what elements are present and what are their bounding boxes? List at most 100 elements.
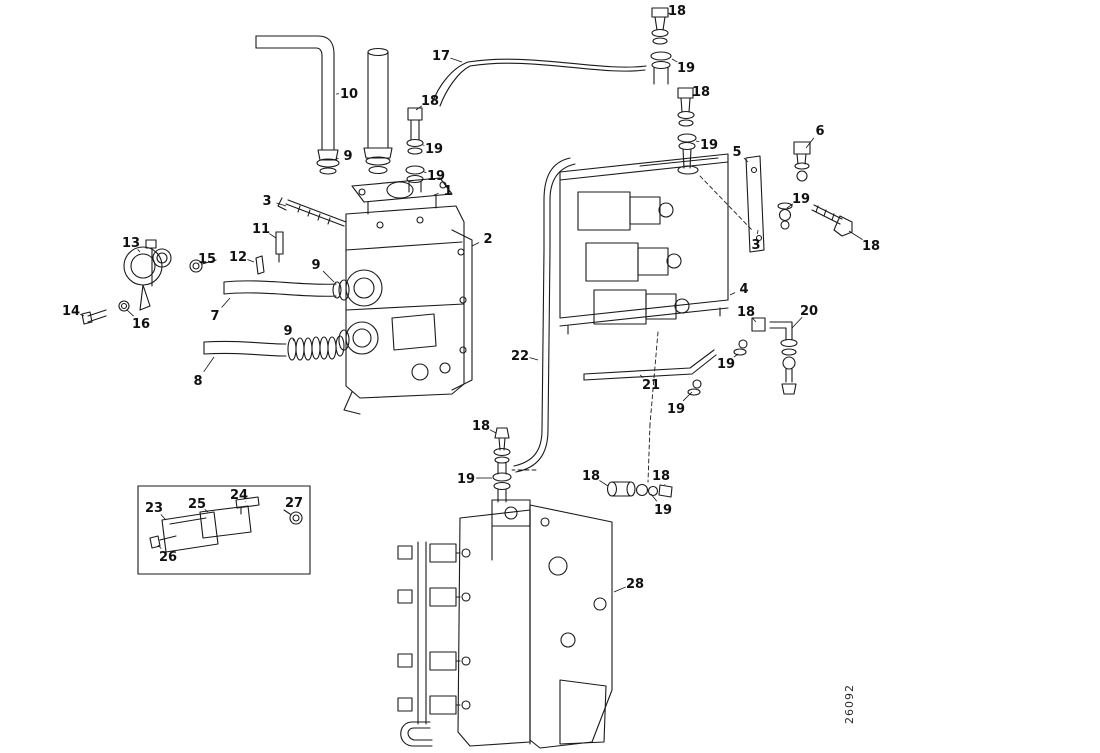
callout-19: 19 [717, 357, 735, 372]
callout-20: 20 [800, 304, 818, 319]
callout-3: 3 [262, 194, 271, 209]
callout-8: 8 [193, 374, 202, 389]
pin-11 [275, 231, 284, 263]
fitting-6 [793, 141, 811, 182]
callout-27: 27 [285, 496, 303, 511]
callout-19: 19 [792, 192, 810, 207]
stud-bolt-3 [277, 197, 347, 227]
bolt-18-right [811, 204, 853, 237]
callout-leader [786, 203, 794, 209]
callout-19: 19 [667, 402, 685, 417]
callout-18: 18 [737, 305, 755, 320]
callout-leader [613, 586, 626, 593]
hose-7 [223, 280, 342, 299]
callout-leader [729, 292, 736, 296]
callout-19: 19 [677, 61, 695, 76]
callout-19: 19 [457, 472, 475, 487]
callout-28: 28 [626, 577, 644, 592]
callout-19: 19 [425, 142, 443, 157]
solenoid-manifold [543, 153, 729, 335]
callout-leader [848, 230, 863, 240]
callout-leader [682, 391, 693, 402]
horizontal-bolt-set [606, 481, 673, 498]
bottom-banjo [492, 427, 512, 503]
callout-leader [752, 318, 757, 323]
pipe-17 [431, 58, 647, 107]
elbow-pipe [255, 35, 340, 175]
callout-16: 16 [132, 317, 150, 332]
callout-leader [333, 157, 339, 161]
callout-19: 19 [427, 169, 445, 184]
valve-body [338, 177, 473, 415]
callout-leader [733, 353, 739, 358]
callout-9: 9 [283, 324, 292, 339]
hose-8 [203, 335, 345, 361]
callout-7: 7 [210, 309, 219, 324]
callout-15: 15 [198, 252, 216, 267]
vertical-pipe [363, 47, 393, 175]
callout-18: 18 [421, 94, 439, 109]
callout-leader [203, 356, 215, 373]
callout-leader [692, 94, 695, 97]
callout-leader [529, 357, 539, 361]
elbow-20-assembly [751, 317, 798, 395]
callout-leader [204, 509, 209, 513]
callout-leader [667, 12, 671, 15]
washer-stack-right [777, 202, 793, 230]
callout-leader [791, 316, 803, 329]
callout-21: 21 [642, 378, 660, 393]
callout-leader [247, 259, 255, 263]
callout-leader [671, 58, 678, 63]
callout-leader [221, 297, 231, 308]
callout-18: 18 [668, 4, 686, 19]
callout-leader [126, 309, 134, 317]
callout-5: 5 [732, 145, 741, 160]
callout-14: 14 [62, 304, 80, 319]
callout-6: 6 [815, 124, 824, 139]
fitting-stack-top [650, 7, 672, 85]
callout-18: 18 [652, 469, 670, 484]
callout-leader [157, 544, 162, 549]
pipe-21 [583, 339, 748, 396]
mounting-plate [745, 155, 765, 253]
bracket-12 [255, 255, 265, 275]
callout-19: 19 [700, 138, 718, 153]
callout-19: 19 [654, 503, 672, 518]
callout-leader [292, 338, 295, 342]
callout-leader [639, 374, 644, 378]
callout-9: 9 [343, 149, 352, 164]
callout-17: 17 [432, 49, 450, 64]
callout-18: 18 [692, 85, 710, 100]
callout-12: 12 [229, 250, 247, 265]
callout-leader [322, 270, 335, 283]
callout-leader [599, 480, 609, 487]
construction-lines [511, 175, 753, 483]
callout-13: 13 [122, 236, 140, 251]
callout-leader [137, 249, 141, 253]
callout-9: 9 [311, 258, 320, 273]
callout-22: 22 [511, 349, 529, 364]
callout-3: 3 [751, 238, 760, 253]
fitting-stack-2 [677, 87, 699, 175]
bottom-valve-block [397, 499, 613, 749]
callout-leader [276, 202, 287, 207]
callout-leader [269, 233, 277, 239]
callout-2: 2 [483, 232, 492, 247]
callout-leader [415, 105, 423, 111]
callout-leader [650, 493, 658, 502]
callout-leader [433, 192, 439, 196]
clamp-group [81, 239, 217, 325]
callout-leader [79, 313, 85, 317]
callout-leader [471, 242, 480, 247]
callout-leader [489, 429, 497, 434]
callout-18: 18 [472, 419, 490, 434]
callout-leader [160, 514, 167, 521]
callout-leader [423, 171, 427, 173]
callout-leader [450, 57, 463, 63]
callout-25: 25 [188, 497, 206, 512]
callout-leader [743, 157, 749, 163]
callout-leader [757, 229, 759, 235]
